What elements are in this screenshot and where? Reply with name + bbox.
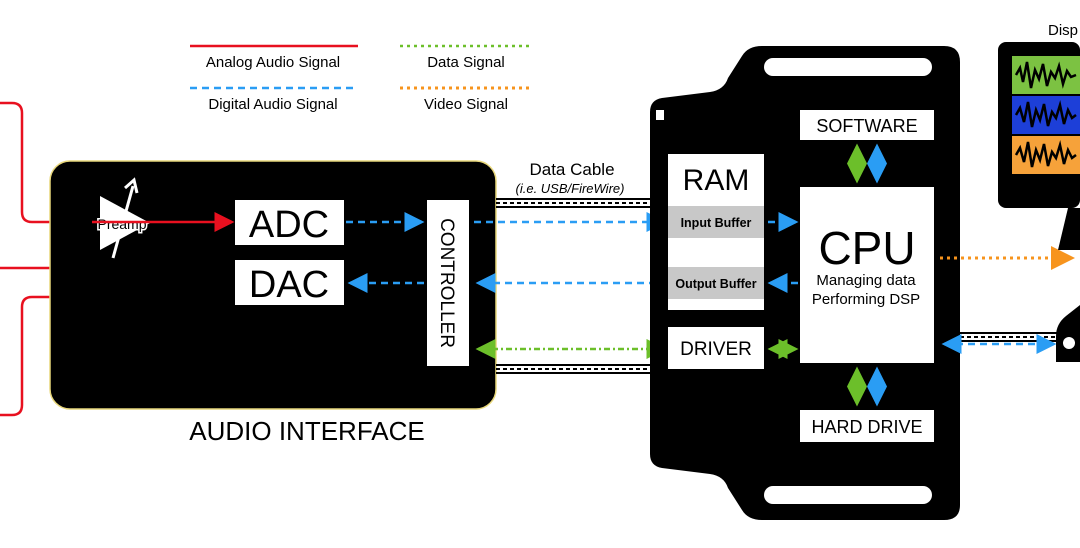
cpu-desc-line1: Managing data (816, 272, 916, 289)
legend-digital-label: Digital Audio Signal (208, 96, 337, 113)
output-buffer-box (668, 267, 764, 299)
data-cable: Data Cable (i.e. USB/FireWire) (474, 160, 668, 374)
hard-drive-label: HARD DRIVE (811, 417, 922, 437)
driver-box (668, 327, 764, 369)
cpu-box (800, 187, 934, 363)
right-outputs (940, 246, 1080, 362)
tower-handle-top (656, 110, 664, 120)
ram-label: RAM (683, 164, 750, 197)
software-box (800, 110, 934, 140)
output-buffer-label: Output Buffer (675, 277, 756, 291)
tower-top-vent (764, 58, 932, 76)
monitor-stand (1058, 208, 1080, 250)
cable-title: Data Cable (529, 160, 614, 179)
preamp-label: Preamp (97, 216, 146, 232)
analog-input-cable (0, 101, 95, 232)
cpu-desc-line2: Performing DSP (812, 291, 920, 308)
audio-interface-title: AUDIO INTERFACE (189, 416, 424, 446)
dac-label: DAC (249, 264, 329, 306)
legend-video-label: Video Signal (424, 96, 508, 113)
preamp-gain-arrowhead-icon (124, 177, 139, 194)
cable-subtitle: (i.e. USB/FireWire) (516, 181, 625, 196)
driver-label: DRIVER (680, 339, 752, 360)
dac-box (235, 260, 344, 305)
display-monitor: Disp (998, 22, 1080, 250)
legend-analog-label: Analog Audio Signal (206, 54, 340, 71)
waveform-3-icon (1014, 140, 1077, 168)
hard-drive-box (800, 410, 934, 442)
analog-output-cable-2-ext (0, 295, 58, 417)
controller-label: CONTROLLER (436, 218, 457, 348)
adc-label: ADC (249, 204, 329, 246)
audio-interface: Preamp ADC DAC CONTROLLER AUDIO INTERFAC… (49, 160, 497, 446)
software-label: SOFTWARE (816, 116, 917, 136)
external-device-knob-icon (1063, 337, 1075, 349)
waveform-2-icon (1014, 100, 1077, 128)
adc-box (235, 200, 344, 245)
tower-bottom-vent (764, 486, 932, 504)
legend-data-label: Data Signal (427, 54, 505, 71)
input-buffer-label: Input Buffer (681, 216, 752, 230)
external-device (1056, 305, 1080, 362)
display-label: Disp (1048, 22, 1078, 39)
input-buffer-box (668, 206, 764, 238)
legend: Analog Audio Signal Digital Audio Signal… (190, 44, 532, 113)
waveform-1-icon (1014, 61, 1077, 89)
controller-box (427, 200, 469, 366)
computer-tower: RAM Input Buffer Output Buffer DRIVER SO… (650, 46, 960, 520)
cpu-label: CPU (818, 222, 915, 274)
